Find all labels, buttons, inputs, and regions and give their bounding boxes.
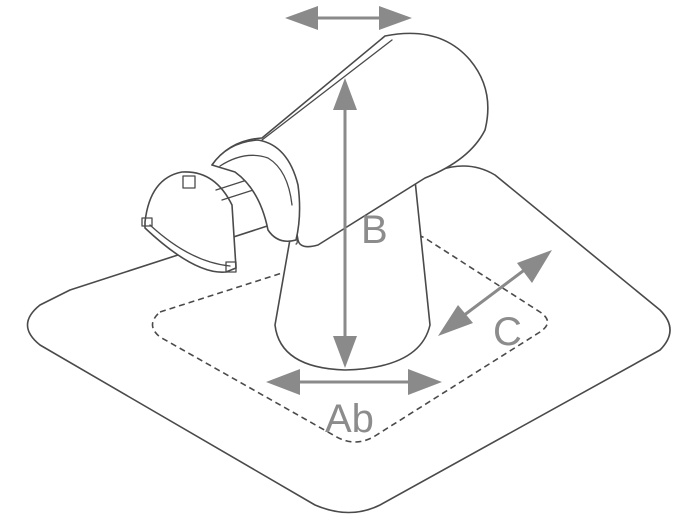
dimension-b: B [333, 78, 388, 368]
dimension-c-arrow-upper [517, 250, 552, 283]
hood-seam [261, 39, 393, 141]
dimension-ab-arrow-right [408, 369, 442, 395]
rear-cap-rim [149, 224, 231, 267]
rear-cap-tab [182, 175, 196, 189]
dimension-ab: Ab [266, 369, 442, 441]
dimension-b-arrow-top [333, 78, 357, 110]
rear-cap-clip-2 [225, 261, 237, 273]
dimension-b-label: B [361, 208, 388, 252]
dimension-c: C [438, 250, 552, 354]
dimension-ab-label: Ab [325, 397, 374, 441]
dimension-c-line [454, 260, 536, 324]
rear-end-cap [144, 171, 237, 273]
dimension-c-arrow-lower [438, 305, 473, 336]
hood-width-arrow-left [285, 6, 318, 30]
dimension-c-label: C [493, 310, 522, 354]
dimension-hood-width [285, 6, 412, 30]
hood-inner-rim [219, 154, 293, 206]
hood-width-arrow-right [379, 6, 412, 30]
dimension-ab-arrow-left [266, 369, 300, 395]
rear-cap-clip [141, 217, 153, 227]
dimension-b-arrow-bottom [333, 336, 357, 368]
